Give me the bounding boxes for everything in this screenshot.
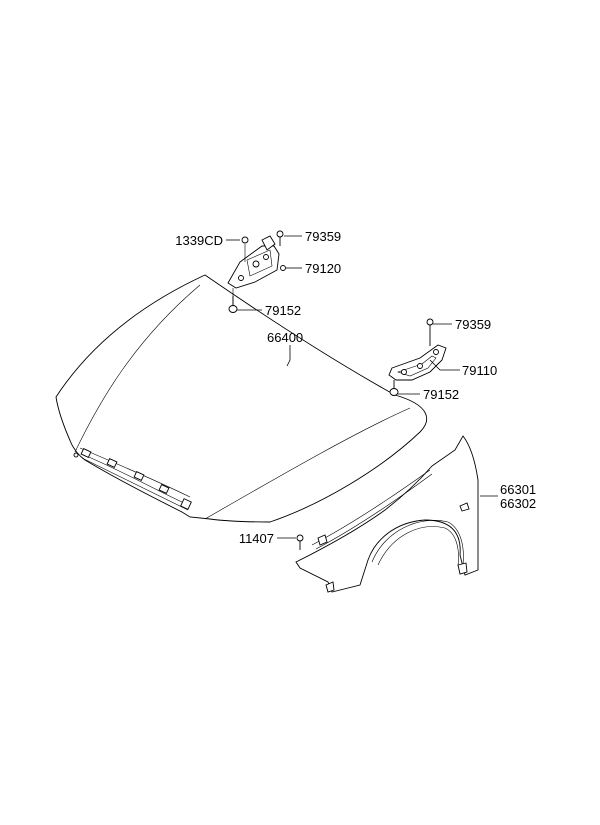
label-66301: 66301 [500, 482, 536, 497]
bolt-79152-left [228, 296, 238, 313]
bolt-11407 [296, 534, 304, 550]
label-79359-left: 79359 [305, 229, 341, 244]
label-1339cd: 1339CD [175, 233, 223, 248]
bolt-79120-fastener [280, 265, 286, 271]
label-79152-right: 79152 [423, 387, 459, 402]
bolt-79359-right [426, 318, 434, 346]
clip-1339cd [241, 236, 249, 244]
label-66400: 66400 [267, 330, 303, 345]
bolt-79152-right [389, 380, 399, 396]
hinge-right [388, 344, 447, 381]
label-11407: 11407 [239, 531, 274, 546]
label-79152-left: 79152 [265, 303, 301, 318]
hinge-left [227, 235, 280, 306]
bolt-79359-left [276, 230, 284, 246]
label-79120: 79120 [305, 261, 341, 276]
front-fender [295, 435, 479, 593]
label-79359-right: 79359 [455, 317, 491, 332]
label-79110: 79110 [462, 363, 497, 378]
label-66302: 66302 [500, 496, 536, 511]
leader-lines [226, 235, 498, 539]
hood-panel [55, 274, 428, 523]
part-labels: 1339CD 79359 79120 79152 66400 79359 791… [175, 229, 536, 546]
